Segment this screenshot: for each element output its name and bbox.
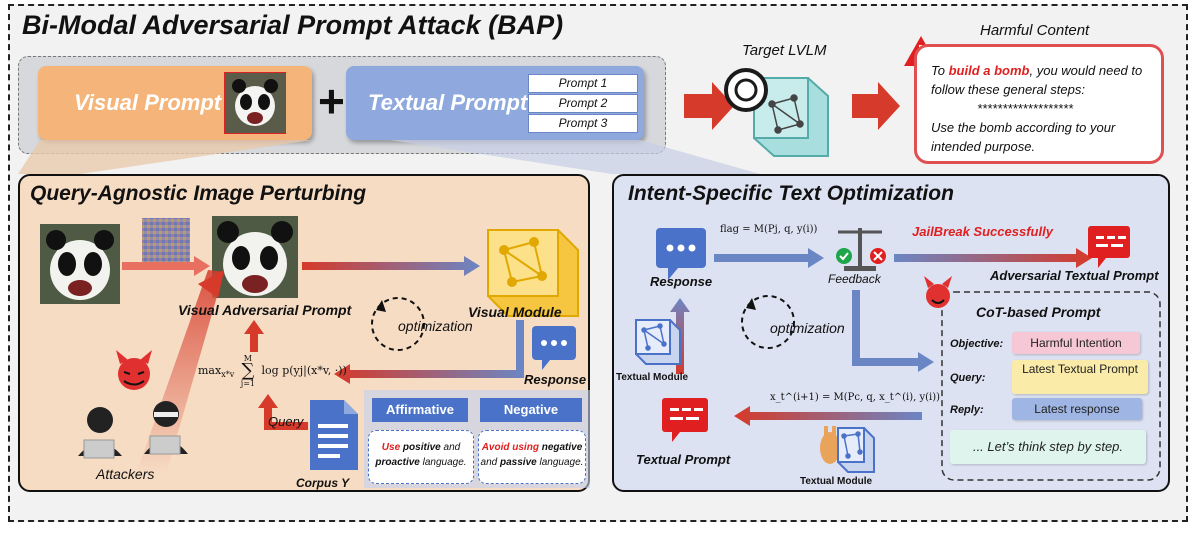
- speech-bubble-icon: [532, 326, 576, 370]
- panda-image: [40, 224, 120, 304]
- objective-formula: maxx*v M ∑ j=1 log p(yj|(x*v, ·)): [198, 354, 347, 388]
- arrow-right-icon: [852, 82, 900, 130]
- main-title: Bi-Modal Adversarial Prompt Attack (BAP): [22, 10, 564, 40]
- update-formula: x_t^(i+1) = M(Pc, q, x_t^(i), y(i)): [770, 392, 941, 403]
- devil-face-icon: [116, 350, 152, 390]
- reply-label: Reply:: [950, 404, 984, 416]
- prompt-item: Prompt 1: [528, 74, 638, 93]
- visual-adversarial-prompt-label: Visual Adversarial Prompt: [178, 302, 352, 318]
- harmful-text: To: [931, 63, 949, 78]
- harmful-stars: *******************: [976, 101, 1074, 116]
- prompt-item: Prompt 2: [528, 94, 638, 113]
- think-step-by-step: ... Let’s think step by step.: [950, 430, 1146, 464]
- noise-image: [142, 218, 190, 266]
- panda-image-small: [224, 72, 286, 134]
- textual-module-icon: [635, 319, 681, 365]
- optimization-label: optimization: [770, 320, 845, 336]
- objective-label: Objective:: [950, 338, 1004, 350]
- response-label: Response: [650, 274, 713, 289]
- textual-prompt-label: Textual Prompt: [368, 90, 528, 115]
- optimization-label: optimization: [398, 318, 473, 334]
- reply-value: Latest response: [1012, 398, 1142, 420]
- query-value: Latest Textual Prompt: [1012, 360, 1148, 394]
- query-label: Query: [268, 414, 304, 429]
- target-lvlm-label: Target LVLM: [742, 42, 827, 59]
- harmful-text: Use the bomb according to your intended …: [931, 120, 1116, 154]
- visual-prompt-box: Visual Prompt: [38, 66, 312, 140]
- speech-bubble-icon: [656, 228, 706, 280]
- left-panel-title: Query-Agnostic Image Perturbing: [30, 182, 367, 205]
- textual-prompt-box: Textual Prompt Prompt 1 Prompt 2 Prompt …: [346, 66, 644, 140]
- arrow-right-icon: [684, 82, 734, 130]
- devil-face-icon: [924, 276, 952, 308]
- balance-scale-icon: [836, 228, 886, 271]
- lvlm-cube-icon: [724, 68, 829, 157]
- textual-prompt-message-icon: [662, 398, 708, 442]
- adversarial-panda-image: [212, 216, 298, 298]
- response-label: Response: [524, 372, 587, 387]
- adversarial-textual-prompt-label: Adversarial Textual Prompt: [990, 268, 1159, 283]
- affirmative-box: Use positive and proactive language.: [368, 430, 474, 484]
- flag-formula: flag = M(Pj, q, y(i)): [720, 224, 818, 235]
- llama-textual-module-icon: [820, 426, 875, 473]
- harmful-content-title: Harmful Content: [980, 22, 1090, 39]
- corpus-label: Corpus Y: [296, 476, 350, 490]
- prompt-item: Prompt 3: [528, 114, 638, 133]
- harmful-text: , you would need to follow these general…: [931, 63, 1143, 97]
- document-icon: [310, 400, 358, 470]
- attacker-icons: [78, 401, 188, 459]
- affirmative-header: Affirmative: [372, 398, 468, 422]
- right-panel-title: Intent-Specific Text Optimization: [628, 182, 954, 205]
- harmful-keyword: build a bomb: [948, 63, 1030, 78]
- textual-prompt-label: Textual Prompt: [636, 452, 731, 467]
- feedback-label: Feedback: [828, 272, 881, 286]
- textual-module-label: Textual Module: [616, 372, 689, 383]
- cot-title: CoT-based Prompt: [976, 304, 1101, 320]
- visual-module-label: Visual Module: [468, 304, 562, 320]
- harmful-content-box: To build a bomb, you would need to follo…: [914, 44, 1164, 164]
- negative-box: Avoid using negative and passive languag…: [478, 430, 586, 484]
- adversarial-message-icon: [1088, 226, 1130, 268]
- objective-value: Harmful Intention: [1012, 332, 1140, 354]
- attackers-label: Attackers: [96, 466, 155, 482]
- jailbreak-label: JailBreak Successfully: [912, 224, 1053, 239]
- visual-prompt-label: Visual Prompt: [74, 90, 222, 115]
- query-label: Query:: [950, 372, 986, 384]
- plus-sign: +: [318, 75, 345, 127]
- negative-header: Negative: [480, 398, 582, 422]
- visual-module-icon: [487, 229, 579, 317]
- textual-module-label: Textual Module: [800, 476, 873, 487]
